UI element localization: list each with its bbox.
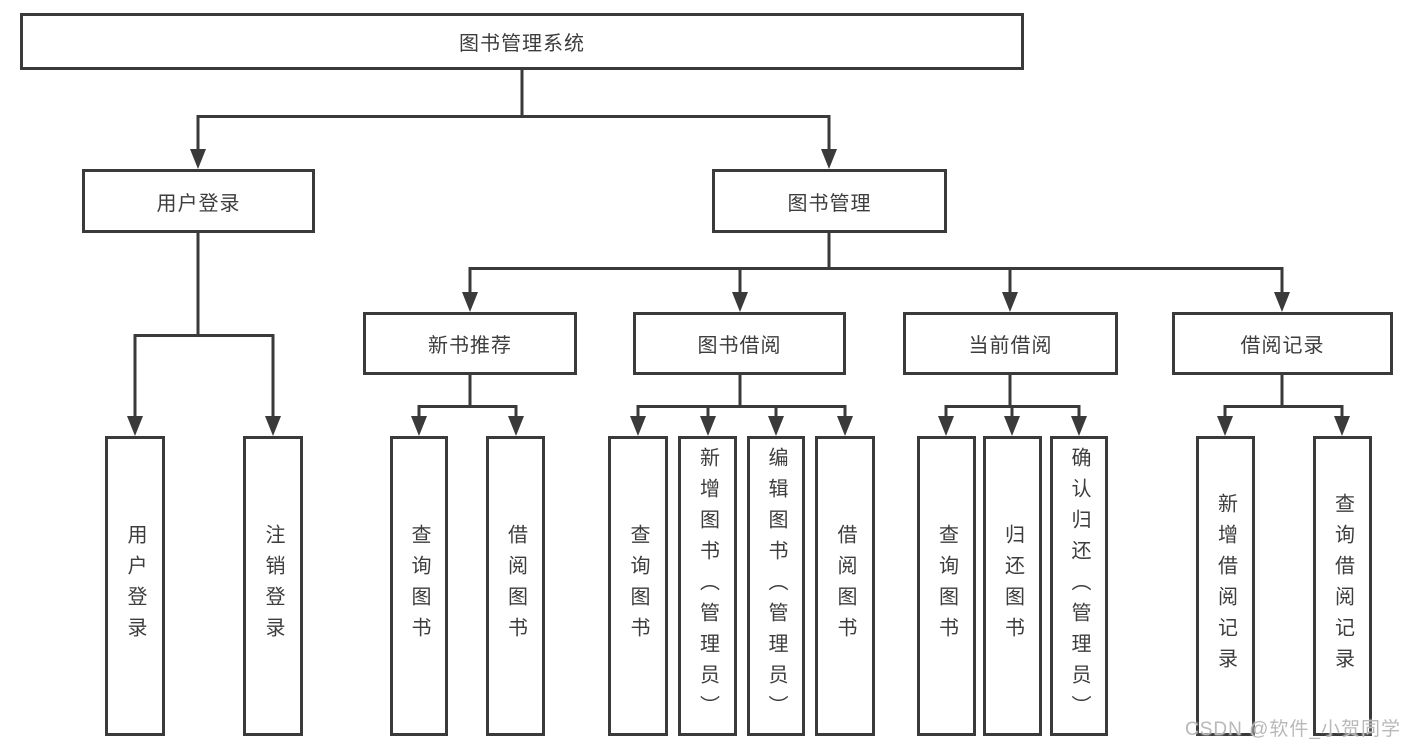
node-borrow-record: 借阅记录 xyxy=(1172,312,1393,375)
leaf-confirm-return-admin-label: 确认归还（管理员） xyxy=(1068,446,1090,726)
node-book-borrow: 图书借阅 xyxy=(633,312,846,375)
leaf-query-borrow-record: 查询借阅记录 xyxy=(1313,436,1372,736)
arrowheads xyxy=(127,149,1350,436)
leaf-add-borrow-record-label: 新增借阅记录 xyxy=(1214,493,1237,679)
leaf-query-borrow-record-label: 查询借阅记录 xyxy=(1331,493,1354,679)
node-root-label: 图书管理系统 xyxy=(459,33,585,55)
node-book-management: 图书管理 xyxy=(712,169,947,233)
leaf-recommend-query-book-label: 查询图书 xyxy=(408,524,430,648)
leaf-add-book-admin: 新增图书（管理员） xyxy=(678,436,737,736)
leaf-user-login: 用户登录 xyxy=(105,436,165,736)
leaf-return-book-label: 归还图书 xyxy=(1001,524,1024,648)
leaf-confirm-return-admin: 确认归还（管理员） xyxy=(1050,436,1108,736)
leaf-return-book: 归还图书 xyxy=(983,436,1042,736)
leaf-edit-book-admin-label: 编辑图书（管理员） xyxy=(765,446,787,726)
node-new-book-recommend: 新书推荐 xyxy=(363,312,577,375)
leaf-recommend-query-book: 查询图书 xyxy=(390,436,448,736)
leaf-borrow-book-label: 借阅图书 xyxy=(834,524,856,648)
node-current-borrow-label: 当前借阅 xyxy=(968,335,1053,357)
node-current-borrow: 当前借阅 xyxy=(903,312,1118,375)
leaf-add-borrow-record: 新增借阅记录 xyxy=(1196,436,1255,736)
node-user-login-label: 用户登录 xyxy=(156,192,241,215)
node-user-login: 用户登录 xyxy=(82,169,315,233)
leaf-logout: 注销登录 xyxy=(243,436,303,736)
leaf-logout-label: 注销登录 xyxy=(262,524,284,648)
node-root: 图书管理系统 xyxy=(20,13,1024,70)
leaf-user-login-label: 用户登录 xyxy=(124,524,146,648)
csdn-watermark: CSDN @软件_小贺同学 xyxy=(1185,719,1401,740)
leaf-recommend-borrow-book-label: 借阅图书 xyxy=(504,524,527,648)
node-book-management-label: 图书管理 xyxy=(787,192,872,215)
leaf-current-query-book-label: 查询图书 xyxy=(935,524,958,648)
leaf-borrow-book: 借阅图书 xyxy=(815,436,875,736)
leaf-recommend-borrow-book: 借阅图书 xyxy=(486,436,545,736)
leaf-current-query-book: 查询图书 xyxy=(917,436,976,736)
node-borrow-record-label: 借阅记录 xyxy=(1240,335,1325,357)
node-new-book-recommend-label: 新书推荐 xyxy=(428,335,512,357)
node-book-borrow-label: 图书借阅 xyxy=(697,335,782,357)
leaf-borrow-query-book-label: 查询图书 xyxy=(627,524,649,648)
leaf-add-book-admin-label: 新增图书（管理员） xyxy=(696,446,719,726)
leaf-borrow-query-book: 查询图书 xyxy=(608,436,668,736)
leaf-edit-book-admin: 编辑图书（管理员） xyxy=(747,436,805,736)
